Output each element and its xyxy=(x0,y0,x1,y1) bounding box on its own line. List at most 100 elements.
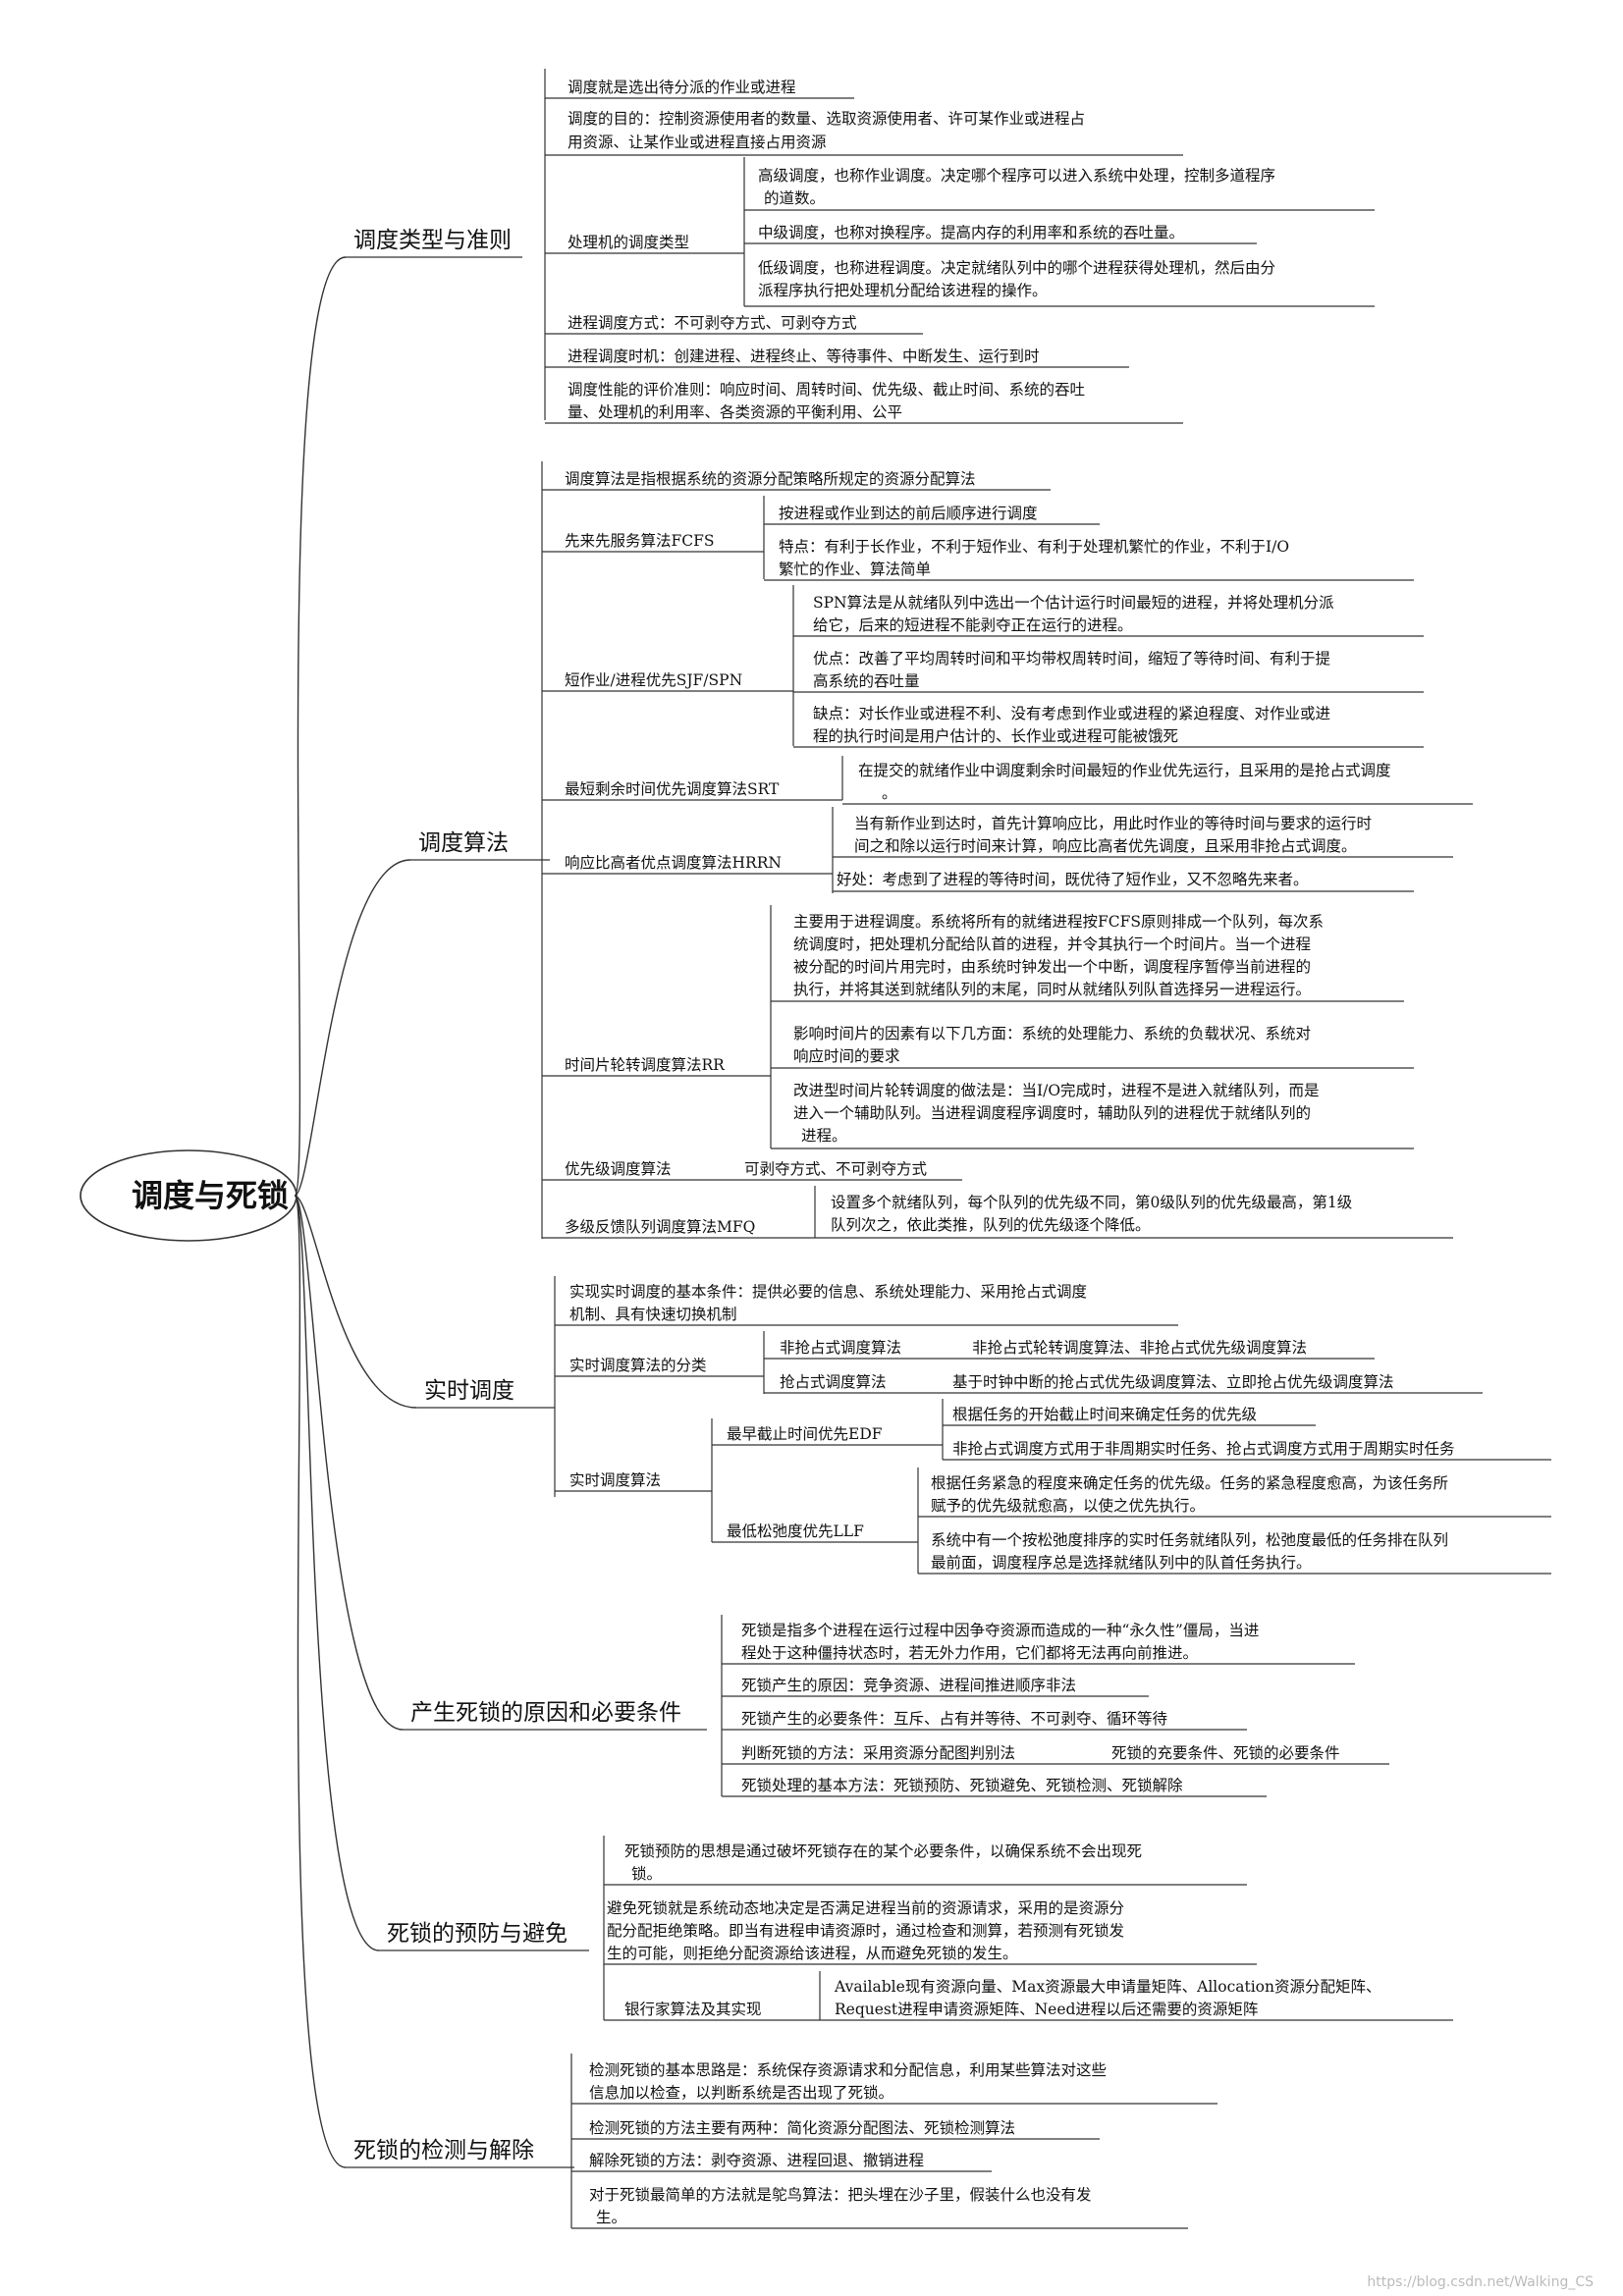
node-s2-hrrn-c1-line2: 间之和除以运行时间来计算，响应比高者优先调度，且采用非抢占式调度。 xyxy=(854,837,1357,855)
node-s1-n3-c1-line2: 的道数。 xyxy=(764,189,826,207)
node-s4-n4-c1: 死锁的充要条件、死锁的必要条件 xyxy=(1111,1744,1340,1762)
branch-title-s1: 调度类型与准则 xyxy=(353,228,512,253)
node-s2-sjf-c3-line2: 程的执行时间是用户估计的、长作业或进程可能被饿死 xyxy=(813,727,1179,745)
branch-title-s4: 产生死锁的原因和必要条件 xyxy=(410,1700,681,1726)
node-s2-rr-c2-line2: 响应时间的要求 xyxy=(793,1047,900,1065)
node-s4-n3: 死锁产生的必要条件：互斥、占有并等待、不可剥夺、循环等待 xyxy=(741,1710,1168,1728)
node-s1-n1: 调度就是选出待分派的作业或进程 xyxy=(568,79,796,96)
node-s2-sjf-c3-line1: 缺点：对长作业或进程不利、没有考虑到作业或进程的紧迫程度、对作业或进 xyxy=(813,705,1331,722)
branch-curve-6 xyxy=(294,1195,347,2168)
node-s6-n1-line1: 检测死锁的基本思路是：系统保存资源请求和分配信息，利用某些算法对这些 xyxy=(589,2061,1108,2079)
branch-title-s5: 死锁的预防与避免 xyxy=(387,1921,568,1947)
node-s2-prio-label: 优先级调度算法 xyxy=(565,1160,672,1178)
branch-curve-4 xyxy=(294,1195,404,1731)
branch-title-s3: 实时调度 xyxy=(424,1378,514,1404)
node-s2-mfq-label: 多级反馈队列调度算法MFQ xyxy=(565,1218,756,1236)
node-s4-n5: 死锁处理的基本方法：死锁预防、死锁避免、死锁检测、死锁解除 xyxy=(741,1777,1183,1794)
node-s2-mfq-c1-line2: 队列次之，依此类推，队列的优先级逐个降低。 xyxy=(831,1216,1151,1234)
node-s2-srt-c1-line2: 。 xyxy=(882,784,897,802)
node-s2-hrrn-label: 响应比高者优点调度算法HRRN xyxy=(565,854,782,872)
node-s5-n1-line2: 锁。 xyxy=(631,1865,663,1883)
node-s4-n4-label: 判断死锁的方法：采用资源分配图判别法 xyxy=(741,1744,1016,1762)
node-s4-n1-line2: 程处于这种僵持状态时，若无外力作用，它们都将无法再向前推进。 xyxy=(741,1644,1199,1662)
node-s2-fcfs-label: 先来先服务算法FCFS xyxy=(565,532,715,550)
node-s2-hrrn-c2: 好处：考虑到了进程的等待时间，既优待了短作业，又不忽略先来者。 xyxy=(837,871,1309,888)
node-s5-n1-line1: 死锁预防的思想是通过破坏死锁存在的某个必要条件，以确保系统不会出现死 xyxy=(624,1842,1143,1860)
node-s2-fcfs-c2-line2: 繁忙的作业、算法简单 xyxy=(779,561,932,578)
node-s1-n6-line1: 调度性能的评价准则：响应时间、周转时间、优先级、截止时间、系统的吞吐 xyxy=(568,381,1086,399)
node-s3-llf-c2-line1: 系统中有一个按松弛度排序的实时任务就绪队列，松弛度最低的任务排在队列 xyxy=(931,1531,1449,1549)
node-s2-rr-c1-line4: 执行，并将其送到就绪队列的末尾，同时从就绪队列队首选择另一进程运行。 xyxy=(793,981,1312,998)
node-s1-n3-label: 处理机的调度类型 xyxy=(568,234,690,251)
branch-curve-2 xyxy=(294,859,411,1197)
node-s3-edf-label: 最早截止时间优先EDF xyxy=(727,1425,883,1443)
node-s2-srt-c1-line1: 在提交的就绪作业中调度剩余时间最短的作业优先运行，且采用的是抢占式调度 xyxy=(858,762,1391,779)
node-s1-n4: 进程调度方式：不可剥夺方式、可剥夺方式 xyxy=(568,314,857,332)
node-s1-n3-c3-line1: 低级调度，也称进程调度。决定就绪队列中的哪个进程获得处理机，然后由分 xyxy=(758,259,1276,277)
node-s6-n2: 检测死锁的方法主要有两种：简化资源分配图法、死锁检测算法 xyxy=(589,2119,1016,2137)
node-s3-llf-c2-line2: 最前面，调度程序总是选择就绪队列中的队首任务执行。 xyxy=(931,1554,1312,1572)
node-s5-n3-c1-line1: Available现有资源向量、Max资源最大申请量矩阵、Allocation资… xyxy=(835,1978,1381,1996)
node-s3-n1-line1: 实现实时调度的基本条件：提供必要的信息、系统处理能力、采用抢占式调度 xyxy=(569,1283,1088,1301)
node-s2-sjf-c2-line2: 高系统的吞吐量 xyxy=(813,672,920,690)
node-s2-rr-c2-line1: 影响时间片的因素有以下几方面：系统的处理能力、系统的负载状况、系统对 xyxy=(793,1025,1312,1042)
node-s2-hrrn-c1-line1: 当有新作业到达时，首先计算响应比，用此时作业的等待时间与要求的运行时 xyxy=(854,815,1373,832)
node-s5-n3-label: 银行家算法及其实现 xyxy=(624,2001,762,2018)
node-s3-cls-a-label: 非抢占式调度算法 xyxy=(780,1339,902,1357)
node-s5-n3-c1-line2: Request进程申请资源矩阵、Need进程以后还需要的资源矩阵 xyxy=(835,2001,1259,2018)
node-s6-n3: 解除死锁的方法：剥夺资源、进程回退、撤销进程 xyxy=(589,2152,925,2169)
branch-title-s2: 调度算法 xyxy=(418,830,509,856)
node-s1-n2-line1: 调度的目的：控制资源使用者的数量、选取资源使用者、许可某作业或进程占 xyxy=(568,110,1086,128)
node-s6-n4-line2: 生。 xyxy=(596,2209,627,2226)
watermark: https://blog.csdn.net/Walking_CS xyxy=(1367,2274,1594,2290)
node-s2-n1: 调度算法是指根据系统的资源分配策略所规定的资源分配算法 xyxy=(565,470,976,488)
node-s1-n3-c2: 中级调度，也称对换程序。提高内存的利用率和系统的吞吐量。 xyxy=(758,224,1185,241)
branch-curve-5 xyxy=(294,1195,380,1951)
root-title: 调度与死锁 xyxy=(132,1177,290,1214)
branch-title-s6: 死锁的检测与解除 xyxy=(353,2138,534,2163)
node-s3-llf-c1-line2: 赋予的优先级就愈高，以使之优先执行。 xyxy=(931,1497,1206,1515)
node-s3-cls-label: 实时调度算法的分类 xyxy=(569,1357,707,1374)
node-s2-srt-label: 最短剩余时间优先调度算法SRT xyxy=(565,780,780,798)
node-s1-n6-line2: 量、处理机的利用率、各类资源的平衡利用、公平 xyxy=(568,403,903,421)
node-s2-sjf-c1-line1: SPN算法是从就绪队列中选出一个估计运行时间最短的进程，并将处理机分派 xyxy=(813,594,1334,612)
node-s3-n1-line2: 机制、具有快速切换机制 xyxy=(569,1306,737,1323)
node-s1-n2-line2: 用资源、让某作业或进程直接占用资源 xyxy=(568,133,827,151)
branch-curve-3 xyxy=(294,1195,417,1409)
node-s5-n2-line3: 生的可能，则拒绝分配资源给该进程，从而避免死锁的发生。 xyxy=(607,1945,1018,1962)
node-s5-n2-line1: 避免死锁就是系统动态地决定是否满足进程当前的资源请求，采用的是资源分 xyxy=(607,1899,1125,1917)
node-s2-fcfs-c2-line1: 特点：有利于长作业，不利于短作业、有利于处理机繁忙的作业，不利于I/O xyxy=(779,538,1290,556)
node-s3-cls-b-label: 抢占式调度算法 xyxy=(780,1373,887,1391)
node-s2-sjf-c1-line2: 给它，后来的短进程不能剥夺正在运行的进程。 xyxy=(813,616,1133,634)
node-s5-n2-line2: 配分配拒绝策略。即当有进程申请资源时，通过检查和测算，若预测有死锁发 xyxy=(607,1922,1125,1940)
branch-curve-1 xyxy=(294,256,347,1197)
node-s2-sjf-c2-line1: 优点：改善了平均周转时间和平均带权周转时间，缩短了等待时间、有利于提 xyxy=(813,650,1331,667)
node-s2-fcfs-c1: 按进程或作业到达的前后顺序进行调度 xyxy=(779,505,1038,522)
node-s3-edf-c1: 根据任务的开始截止时间来确定任务的优先级 xyxy=(952,1406,1258,1423)
node-s3-cls-a-c1: 非抢占式轮转调度算法、非抢占式优先级调度算法 xyxy=(972,1339,1308,1357)
node-s4-n2: 死锁产生的原因：竞争资源、进程间推进顺序非法 xyxy=(741,1677,1077,1694)
node-s2-rr-c3-line1: 改进型时间片轮转调度的做法是：当I/O完成时，进程不是进入就绪队列，而是 xyxy=(793,1082,1320,1099)
node-s4-n1-line1: 死锁是指多个进程在运行过程中因争夺资源而造成的一种“永久性”僵局，当进 xyxy=(741,1622,1260,1639)
node-s1-n3-c3-line2: 派程序执行把处理机分配给该进程的操作。 xyxy=(758,282,1048,299)
node-s3-llf-label: 最低松弛度优先LLF xyxy=(727,1522,864,1540)
node-s6-n1-line2: 信息加以检查，以判断系统是否出现了死锁。 xyxy=(589,2084,894,2102)
node-s2-rr-label: 时间片轮转调度算法RR xyxy=(565,1056,725,1074)
node-s2-prio-c1: 可剥夺方式、不可剥夺方式 xyxy=(744,1160,928,1178)
node-s1-n3-c1-line1: 高级调度，也称作业调度。决定哪个程序可以进入系统中处理，控制多道程序 xyxy=(758,167,1276,185)
node-s6-n4-line1: 对于死锁最简单的方法就是鸵鸟算法：把头埋在沙子里，假装什么也没有发 xyxy=(589,2186,1092,2204)
node-s1-n5: 进程调度时机：创建进程、进程终止、等待事件、中断发生、运行到时 xyxy=(568,347,1040,365)
node-s3-llf-c1-line1: 根据任务紧急的程度来确定任务的优先级。任务的紧急程度愈高，为该任务所 xyxy=(931,1474,1449,1492)
node-s2-mfq-c1-line1: 设置多个就绪队列，每个队列的优先级不同，第0级队列的优先级最高，第1级 xyxy=(831,1194,1353,1211)
node-s2-rr-c3-line2: 进入一个辅助队列。当进程调度程序调度时，辅助队列的进程优于就绪队列的 xyxy=(793,1104,1312,1122)
node-s2-rr-c1-line2: 统调度时，把处理机分配给队首的进程，并令其执行一个时间片。当一个进程 xyxy=(793,935,1312,953)
node-s2-rr-c1-line1: 主要用于进程调度。系统将所有的就绪进程按FCFS原则排成一个队列，每次系 xyxy=(793,913,1324,931)
node-s2-rr-c1-line3: 被分配的时间片用完时，由系统时钟发出一个中断，调度程序暂停当前进程的 xyxy=(793,958,1312,976)
node-s3-alg-label: 实时调度算法 xyxy=(569,1471,662,1489)
node-s2-rr-c3-line3: 进程。 xyxy=(801,1127,847,1145)
node-s3-edf-c2: 非抢占式调度方式用于非周期实时任务、抢占式调度方式用于周期实时任务 xyxy=(952,1440,1455,1458)
node-s2-sjf-label: 短作业/进程优先SJF/SPN xyxy=(565,671,743,689)
node-s3-cls-b-c1: 基于时钟中断的抢占式优先级调度算法、立即抢占优先级调度算法 xyxy=(952,1373,1394,1391)
